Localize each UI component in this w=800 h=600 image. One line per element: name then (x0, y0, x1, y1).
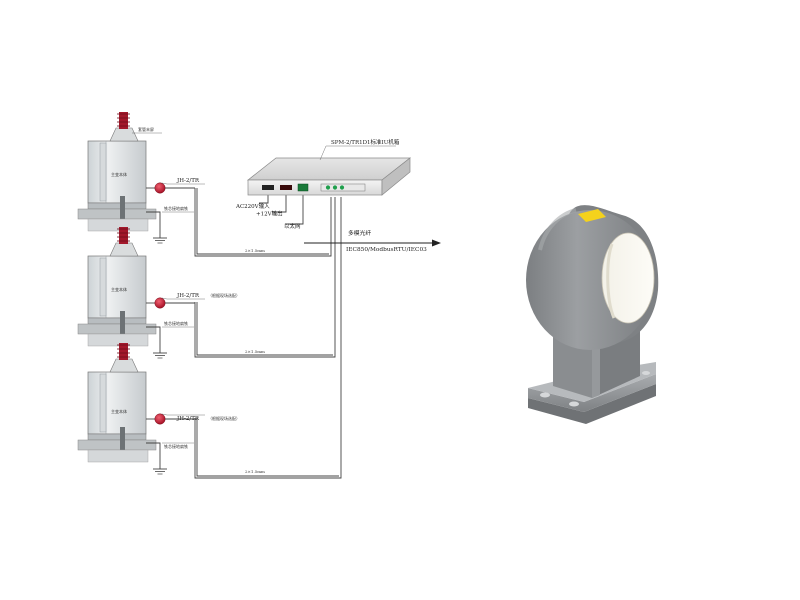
note-label-3: （根据现场选配） (208, 415, 240, 421)
ground-label-3: 铁芯接地扁铁 (164, 443, 188, 449)
body-label-3: 主变本体 (111, 408, 127, 414)
terminal-1 (325, 185, 331, 190)
insulator-icon (119, 112, 128, 129)
body-label-2: 主变本体 (111, 286, 127, 292)
dc-label: +12V输出 (256, 210, 283, 218)
network-link (304, 239, 441, 247)
cable-label-3: 2×1.5mm (245, 469, 265, 474)
product-current-transformer (526, 205, 659, 424)
transformer-unit-2 (77, 227, 205, 359)
sensor-icon (154, 297, 166, 309)
transformer-unit-3 (77, 343, 205, 475)
sensor-label-3: JH-2/TR (176, 416, 200, 422)
ethernet-port (297, 183, 309, 192)
power-label: AC220V输入 (235, 202, 270, 210)
wiring (194, 188, 342, 479)
terminal-3 (339, 185, 345, 190)
sensor-icon (154, 182, 166, 194)
protocol-label: IEC850/ModbusRTU/IEC03 (346, 247, 427, 253)
bushing-label-1: 套管末屏 (138, 126, 154, 132)
ground-label-2: 铁芯接地扁铁 (164, 320, 188, 326)
body-label-1: 主变本体 (111, 171, 127, 177)
terminal-2 (332, 185, 338, 190)
sensor-label-1: JH-2/TR (176, 178, 200, 184)
transformer-unit-1 (77, 112, 205, 244)
fiber-label: 多模光纤 (348, 229, 371, 237)
cable-label-2: 2×1.5mm (245, 349, 265, 354)
ethernet-label: 以太网 (284, 222, 301, 230)
ground-label-1: 铁芯接地扁铁 (164, 205, 188, 211)
ring-bore (601, 232, 655, 324)
arrow-right-icon (432, 239, 441, 247)
note-label-2: （根据现场选配） (208, 292, 240, 298)
sensor-icon (154, 413, 166, 425)
device-title: SPM-2/TR1D1标准IU机箱 (331, 138, 400, 146)
insulator-icon (119, 343, 128, 360)
power-indicator (262, 185, 274, 190)
device-box (246, 157, 412, 196)
dc-indicator (280, 185, 292, 190)
product-label-sticker (578, 209, 606, 222)
sensor-label-2: JH-2/TR (176, 293, 200, 299)
cable-label-1: 2×1.5mm (245, 248, 265, 253)
insulator-icon (119, 227, 128, 244)
